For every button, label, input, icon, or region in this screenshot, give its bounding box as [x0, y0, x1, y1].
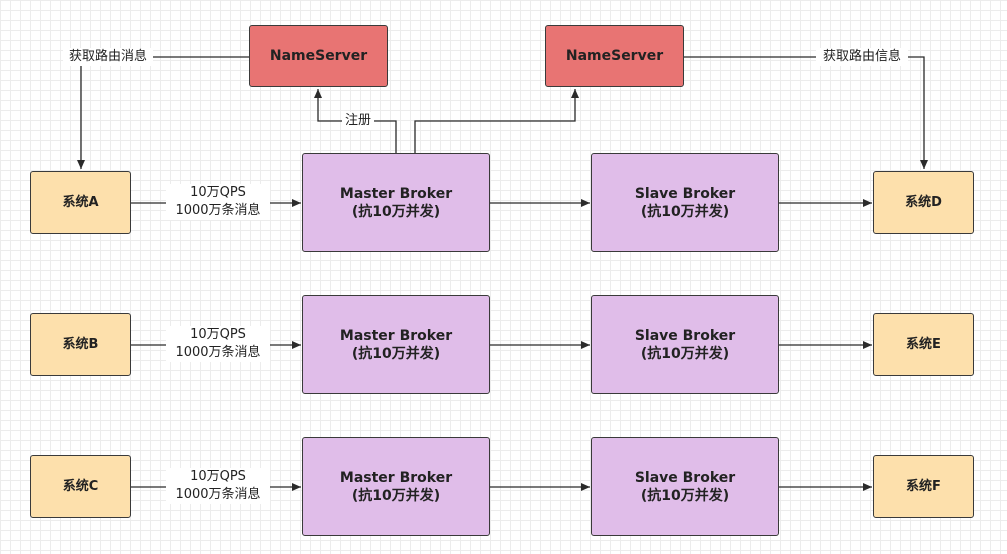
nameserver-1[interactable]: NameServer [249, 25, 388, 87]
master-broker-2-subtitle: (抗10万并发) [351, 345, 441, 362]
route-edge-left [77, 56, 249, 169]
system-c[interactable]: 系统C [30, 455, 131, 518]
slave-broker-2-subtitle: (抗10万并发) [640, 345, 730, 362]
system-a[interactable]: 系统A [30, 171, 131, 234]
master-broker-3-subtitle: (抗10万并发) [351, 487, 441, 504]
system-e[interactable]: 系统E [873, 313, 974, 376]
system-d-label: 系统D [905, 194, 942, 210]
nameserver-1-label: NameServer [269, 48, 368, 64]
slave-broker-3[interactable]: Slave Broker (抗10万并发) [591, 437, 779, 536]
system-d[interactable]: 系统D [873, 171, 974, 234]
system-e-label: 系统E [906, 336, 941, 352]
flow-label-3-messages: 1000万条消息 [175, 487, 261, 502]
slave-broker-1-title: Slave Broker [634, 185, 736, 202]
register-edge-2 [414, 89, 579, 153]
flow-label-2-qps: 10万QPS [190, 327, 246, 342]
master-broker-2-title: Master Broker [339, 327, 453, 344]
route-edge-right [683, 56, 928, 169]
system-a-label: 系统A [62, 194, 99, 210]
slave-broker-2-title: Slave Broker [634, 327, 736, 344]
system-f-label: 系统F [906, 478, 941, 494]
flow-label-2-messages: 1000万条消息 [175, 345, 261, 360]
flow-label-2: 10万QPS 1000万条消息 [166, 326, 270, 362]
slave-broker-2[interactable]: Slave Broker (抗10万并发) [591, 295, 779, 394]
master-broker-3-title: Master Broker [339, 469, 453, 486]
master-broker-2[interactable]: Master Broker (抗10万并发) [302, 295, 490, 394]
nameserver-2[interactable]: NameServer [545, 25, 684, 87]
left-route-label: 获取路由消息 [63, 48, 153, 66]
slave-broker-3-title: Slave Broker [634, 469, 736, 486]
register-label: 注册 [342, 112, 374, 130]
flow-label-1-messages: 1000万条消息 [175, 203, 261, 218]
slave-broker-1[interactable]: Slave Broker (抗10万并发) [591, 153, 779, 252]
master-broker-1[interactable]: Master Broker (抗10万并发) [302, 153, 490, 252]
master-broker-1-title: Master Broker [339, 185, 453, 202]
system-b-label: 系统B [62, 336, 99, 352]
system-c-label: 系统C [62, 478, 99, 494]
slave-broker-1-subtitle: (抗10万并发) [640, 203, 730, 220]
flow-label-3-qps: 10万QPS [190, 469, 246, 484]
right-route-label: 获取路由信息 [816, 48, 908, 66]
system-f[interactable]: 系统F [873, 455, 974, 518]
slave-broker-3-subtitle: (抗10万并发) [640, 487, 730, 504]
master-broker-3[interactable]: Master Broker (抗10万并发) [302, 437, 490, 536]
flow-label-1: 10万QPS 1000万条消息 [166, 184, 270, 220]
flow-label-1-qps: 10万QPS [190, 185, 246, 200]
master-broker-1-subtitle: (抗10万并发) [351, 203, 441, 220]
flow-label-3: 10万QPS 1000万条消息 [166, 468, 270, 504]
system-b[interactable]: 系统B [30, 313, 131, 376]
nameserver-2-label: NameServer [565, 48, 664, 64]
